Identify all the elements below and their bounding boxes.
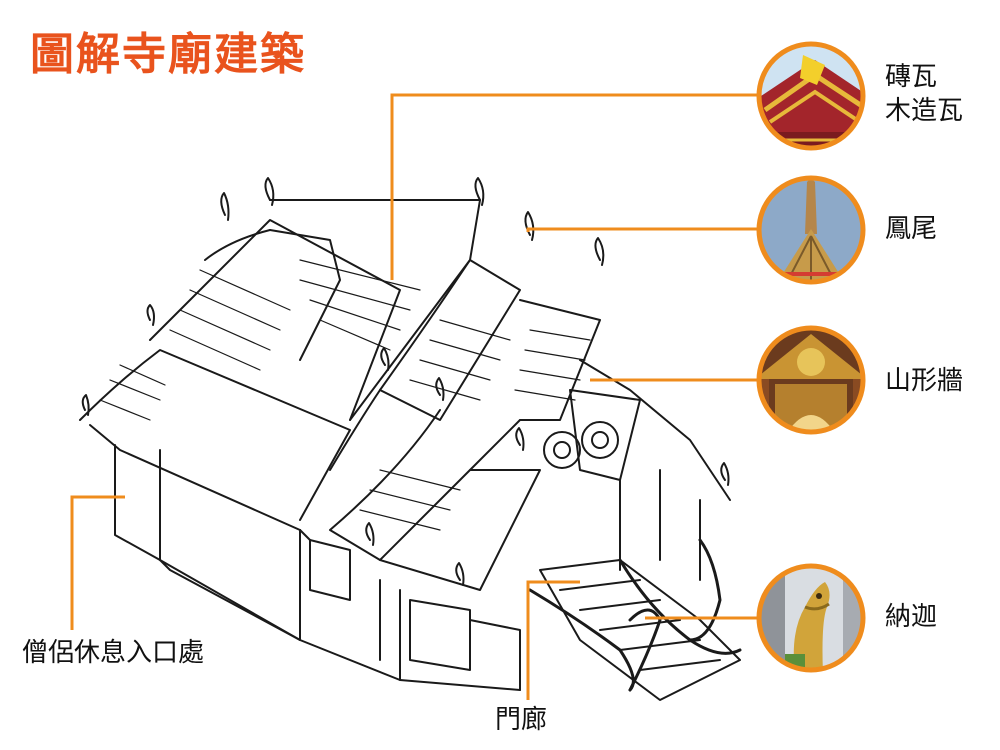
label-monk-entrance: 僧侶休息入口處	[22, 638, 205, 668]
leader-finial	[526, 227, 770, 232]
finial-photo	[756, 175, 866, 285]
label-gable: 山形牆	[885, 366, 964, 396]
label-porch: 門廊	[495, 705, 548, 735]
page-title: 圖解寺廟建築	[30, 29, 306, 80]
roof-tiles-photo	[756, 41, 866, 151]
label-naga: 納迦	[885, 602, 938, 632]
label-roof-tiles-line1: 磚瓦	[885, 62, 938, 92]
label-finial: 鳳尾	[885, 214, 938, 244]
leader-tiles	[390, 93, 770, 280]
label-roof-tiles: 磚瓦 木造瓦	[885, 60, 963, 128]
label-roof-tiles-line2: 木造瓦	[885, 96, 964, 126]
gable-photo	[756, 325, 866, 435]
naga-photo	[756, 563, 866, 673]
leader-porch	[526, 580, 580, 700]
leader-monk-entrance	[70, 495, 125, 630]
